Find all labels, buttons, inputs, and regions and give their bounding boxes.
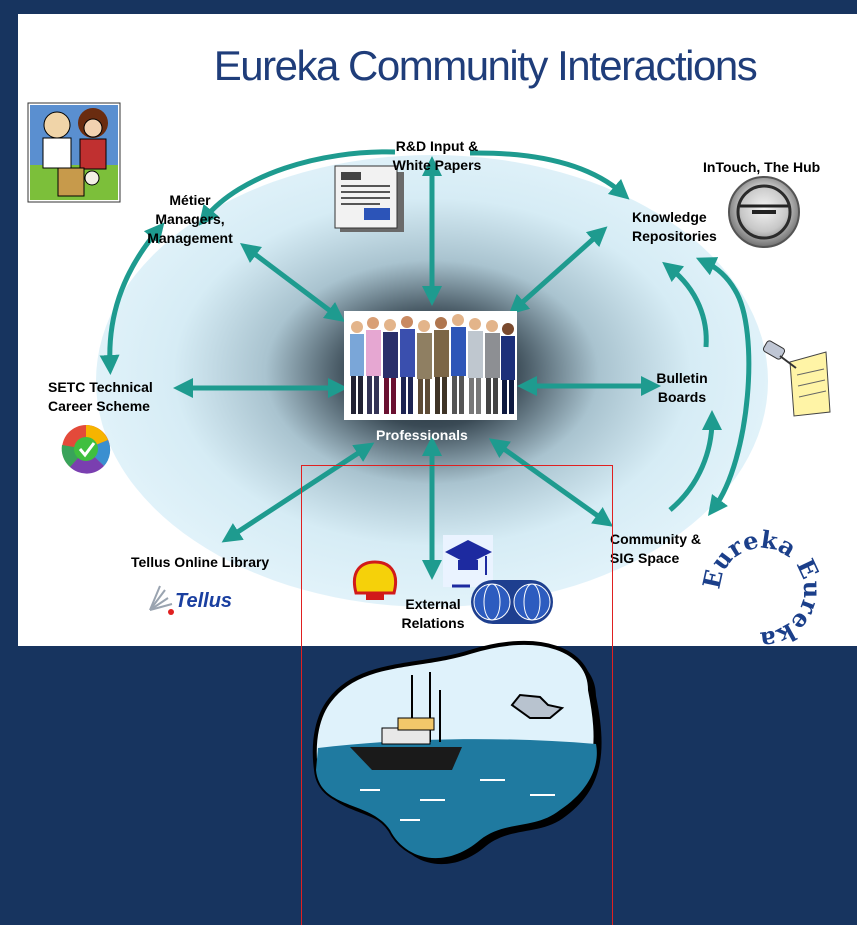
spoke-arrows xyxy=(173,156,661,580)
node-setc: SETC Technical Career Scheme xyxy=(48,378,153,416)
node-metier: Métier Managers, Management xyxy=(130,191,250,248)
node-knowledge-line1: Knowledge xyxy=(632,209,707,225)
node-bulletin: Bulletin Boards xyxy=(642,369,722,407)
node-rd-input: R&D Input & White Papers xyxy=(372,137,502,175)
slide-title: Eureka Community Interactions xyxy=(213,42,758,89)
node-community: Community & SIG Space xyxy=(610,530,701,568)
node-setc-line2: Career Scheme xyxy=(48,398,150,414)
svg-text:Eureka Eureka: Eureka Eureka xyxy=(697,524,828,655)
tellus-logo-icon xyxy=(149,585,174,615)
node-knowledge-line2: Repositories xyxy=(632,228,717,244)
node-external-line2: Relations xyxy=(401,615,465,631)
node-community-line2: SIG Space xyxy=(610,550,680,566)
eureka-ring-icon: Eureka Eureka xyxy=(697,524,828,655)
node-metier-line1: Métier xyxy=(169,192,211,208)
node-external: External Relations xyxy=(393,595,473,633)
professionals-group-icon xyxy=(344,311,517,420)
node-metier-line3: Management xyxy=(147,230,233,246)
ship-island-icon xyxy=(312,640,602,865)
node-bulletin-line2: Boards xyxy=(657,389,707,405)
career-wheel-icon xyxy=(61,425,111,474)
graduation-cap-icon xyxy=(443,535,493,588)
node-rd-line1: R&D Input & xyxy=(395,138,479,154)
cartoon-people-icon xyxy=(27,102,121,203)
hub-dial-icon xyxy=(728,176,800,248)
eureka-ring-text: Eureka Eureka xyxy=(697,524,828,655)
document-icon xyxy=(334,165,404,232)
node-professionals: Professionals xyxy=(376,427,468,443)
node-rd-line2: White Papers xyxy=(392,157,482,173)
node-metier-line2: Managers, xyxy=(155,211,225,227)
pushpin-note-icon xyxy=(762,340,831,417)
node-community-line1: Community & xyxy=(610,531,701,547)
node-intouch: InTouch, The Hub xyxy=(703,159,821,175)
spe-globe-icon xyxy=(471,580,553,624)
node-bulletin-line1: Bulletin xyxy=(656,370,708,386)
selection-box[interactable] xyxy=(301,465,613,925)
node-external-line1: External xyxy=(405,596,461,612)
shell-logo-icon xyxy=(353,560,397,600)
node-tellus-library: Tellus Online Library xyxy=(131,554,270,570)
node-setc-line1: SETC Technical xyxy=(48,379,153,395)
tellus-logo-text: Tellus xyxy=(175,590,233,612)
outer-arrows xyxy=(99,149,752,517)
node-knowledge: Knowledge Repositories xyxy=(632,208,717,246)
